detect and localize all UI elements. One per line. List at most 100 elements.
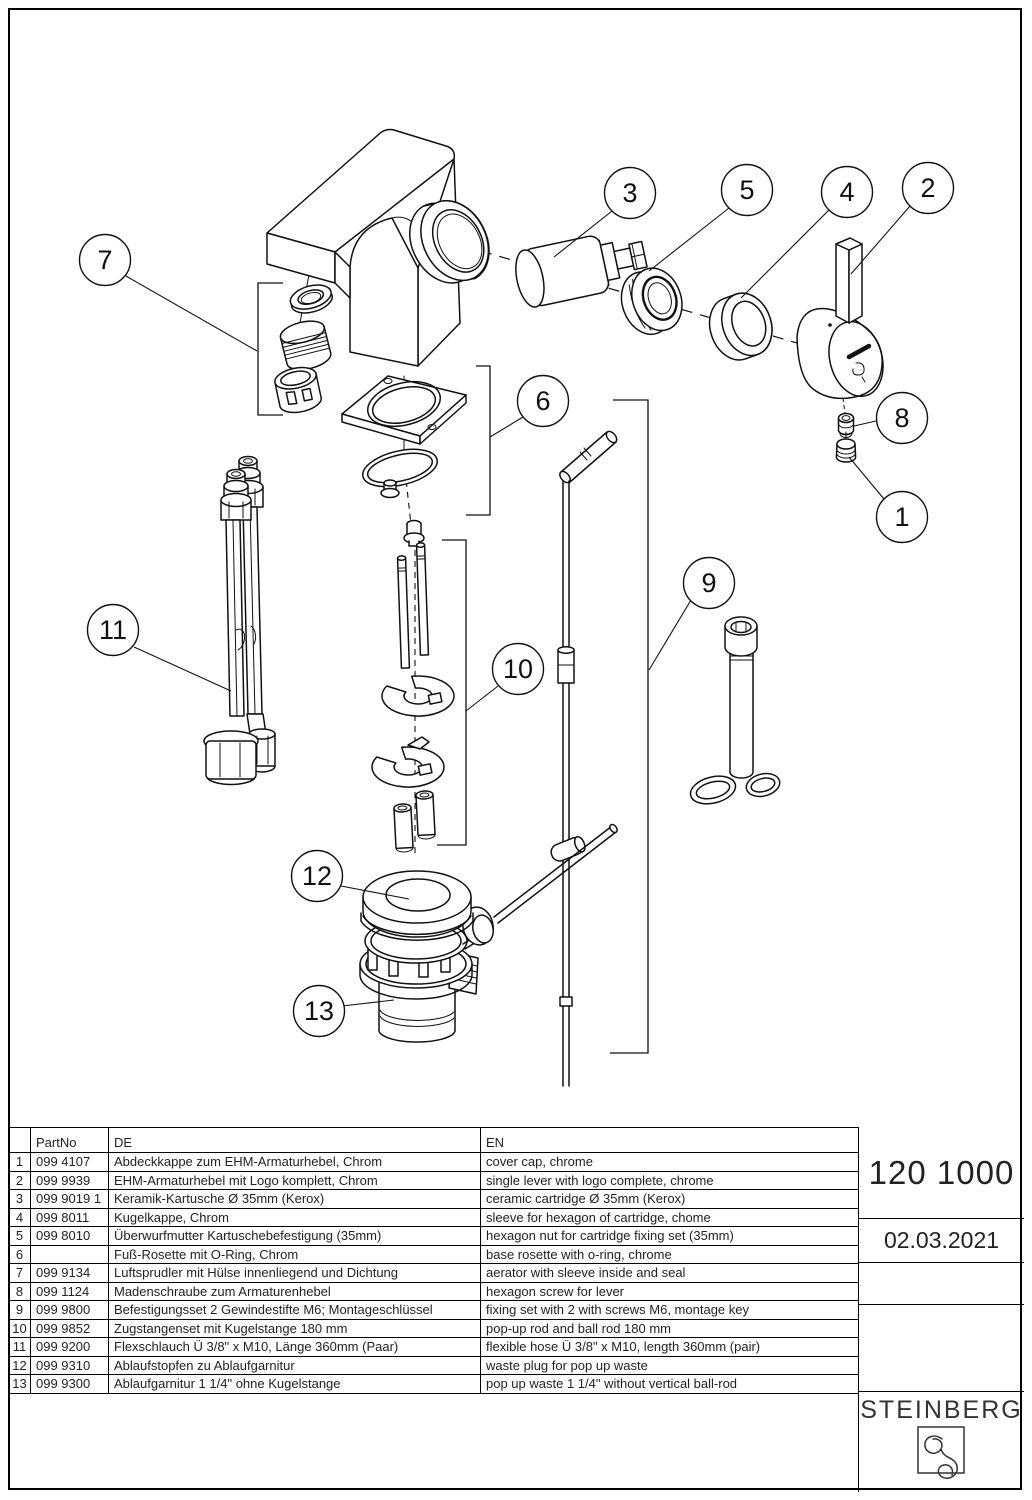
table-row: 6 Fuß-Rosette mit O-Ring, Chrom base ros… — [8, 1244, 859, 1264]
callout-13: 13 — [292, 984, 346, 1038]
part-index: 12 — [8, 1355, 31, 1375]
aerator-bushing — [279, 320, 332, 371]
part-desc-en: fixing set with 2 with screws M6, montag… — [480, 1300, 859, 1320]
table-header-row: PartNo DE EN — [8, 1127, 859, 1153]
part-index: 1 — [8, 1152, 31, 1172]
base-rosette — [341, 365, 491, 516]
faucet-body — [266, 128, 490, 367]
callout-4: 4 — [820, 165, 874, 219]
aerator-insert — [274, 366, 322, 414]
part-number: 099 8011 — [30, 1207, 109, 1227]
callouts: 1 2 3 4 5 6 7 8 9 10 11 12 13 — [78, 161, 955, 1038]
page-border — [8, 8, 1022, 1490]
header-index — [8, 1127, 31, 1153]
callout-5: 5 — [720, 163, 774, 217]
table-row: 2 099 9939 EHM-Armaturhebel mit Logo kom… — [8, 1170, 859, 1190]
callout-11: 11 — [86, 603, 140, 657]
table-row: 7 099 9134 Luftsprudler mit Hülse innenl… — [8, 1263, 859, 1283]
header-partno: PartNo — [30, 1127, 109, 1153]
part-index: 13 — [8, 1374, 31, 1394]
hex-sleeve-2 — [415, 790, 436, 840]
svg-text:12: 12 — [302, 861, 332, 891]
table-row: 4 099 8011 Kugelkappe, Chrom sleeve for … — [8, 1207, 859, 1227]
part-index: 5 — [8, 1226, 31, 1246]
part-number: 099 8010 — [30, 1226, 109, 1246]
part-desc-de: Befestigungsset 2 Gewindestifte M6; Mont… — [108, 1300, 481, 1320]
part-desc-en: base rosette with o-ring, chrome — [480, 1244, 859, 1264]
part-desc-de: Luftsprudler mit Hülse innenliegend und … — [108, 1263, 481, 1283]
part-index: 11 — [8, 1337, 31, 1357]
table-row: 3 099 9019 1 Keramik-Kartusche Ø 35mm (K… — [8, 1189, 859, 1209]
part-number: 099 9134 — [30, 1263, 109, 1283]
table-row: 11 099 9200 Flexschlauch Ü 3/8" x M10, L… — [8, 1337, 859, 1357]
header-de: DE — [108, 1127, 481, 1153]
part-number: 099 1124 — [30, 1281, 109, 1301]
svg-text:4: 4 — [839, 177, 854, 207]
montage-key — [689, 616, 781, 805]
part-index: 2 — [8, 1170, 31, 1190]
part-index: 8 — [8, 1281, 31, 1301]
part-desc-en: aerator with sleeve inside and seal — [480, 1263, 859, 1283]
table-row: 1 099 4107 Abdeckkappe zum EHM-Armaturhe… — [8, 1152, 859, 1172]
svg-text:7: 7 — [97, 245, 112, 275]
part-desc-en: waste plug for pop up waste — [480, 1355, 859, 1375]
svg-text:5: 5 — [739, 175, 754, 205]
svg-text:10: 10 — [503, 654, 533, 684]
part-desc-en: ceramic cartridge Ø 35mm (Kerox) — [480, 1189, 859, 1209]
empty-cell-2 — [859, 1305, 1024, 1392]
revision-date: 02.03.2021 — [859, 1219, 1024, 1263]
part-desc-de: Keramik-Kartusche Ø 35mm (Kerox) — [108, 1189, 481, 1209]
part-number — [30, 1244, 109, 1264]
hose-rear — [232, 455, 276, 773]
table-row: 8 099 1124 Madenschraube zum Armaturenhe… — [8, 1281, 859, 1301]
lever-screw — [837, 412, 855, 438]
part-desc-de: Abdeckkappe zum EHM-Armaturhebel, Chrom — [108, 1152, 481, 1172]
rosette-screw — [380, 479, 400, 499]
hexagon-nut — [620, 267, 683, 335]
pop-up-waste-body — [359, 918, 479, 1043]
part-desc-de: Ablaufgarnitur 1 1/4" ohne Kugelstange — [108, 1374, 481, 1394]
callout-9: 9 — [682, 556, 736, 610]
product-code: 120 1000 — [859, 1127, 1024, 1219]
hex-sleeve-1 — [393, 803, 414, 853]
callout-10: 10 — [491, 642, 545, 696]
part-number: 099 4107 — [30, 1152, 109, 1172]
parts-tbody: 1 099 4107 Abdeckkappe zum EHM-Armaturhe… — [8, 1152, 859, 1394]
part-number: 099 9300 — [30, 1374, 109, 1394]
part-desc-en: pop-up rod and ball rod 180 mm — [480, 1318, 859, 1338]
brand-block: STEINBERG — [858, 1392, 1024, 1492]
part-desc-en: hexagon screw for lever — [480, 1281, 859, 1301]
part-index: 3 — [8, 1189, 31, 1209]
part-desc-de: Zugstangenset mit Kugelstange 180 mm — [108, 1318, 481, 1338]
callout-12: 12 — [290, 849, 344, 903]
hose-front — [203, 468, 259, 786]
o-ring — [362, 448, 438, 488]
part-desc-en: sleeve for hexagon of cartridge, chome — [480, 1207, 859, 1227]
part-number: 099 9310 — [30, 1355, 109, 1375]
part-desc-en: pop up waste 1 1/4" without vertical bal… — [480, 1374, 859, 1394]
part-desc-en: cover cap, chrome — [480, 1152, 859, 1172]
svg-text:3: 3 — [622, 178, 637, 208]
part-index: 6 — [8, 1244, 31, 1264]
part-desc-en: single lever with logo complete, chrome — [480, 1170, 859, 1190]
table-row: 13 099 9300 Ablaufgarnitur 1 1/4" ohne K… — [8, 1374, 859, 1394]
pop-up-rod — [550, 399, 649, 1087]
part-desc-de: Kugelkappe, Chrom — [108, 1207, 481, 1227]
fixing-screw — [403, 519, 425, 547]
spout-collar — [409, 199, 490, 284]
table-row: 9 099 9800 Befestigungsset 2 Gewindestif… — [8, 1300, 859, 1320]
waste-plug — [360, 870, 474, 941]
table-row: 12 099 9310 Ablaufstopfen zu Ablaufgarni… — [8, 1355, 859, 1375]
part-desc-de: Madenschraube zum Armaturenhebel — [108, 1281, 481, 1301]
empty-cell-1 — [859, 1263, 1024, 1305]
callout-3: 3 — [603, 166, 657, 220]
title-block: 120 1000 02.03.2021 — [858, 1127, 1024, 1492]
ceramic-cartridge — [515, 235, 648, 308]
aerator-parts — [257, 282, 333, 416]
parts-table: PartNo DE EN 1 099 4107 Abdeckkappe zum … — [8, 1127, 859, 1394]
part-index: 9 — [8, 1300, 31, 1320]
flexible-hoses — [203, 455, 276, 786]
svg-text:6: 6 — [535, 386, 550, 416]
ball-rod — [462, 823, 618, 950]
svg-text:9: 9 — [701, 568, 716, 598]
